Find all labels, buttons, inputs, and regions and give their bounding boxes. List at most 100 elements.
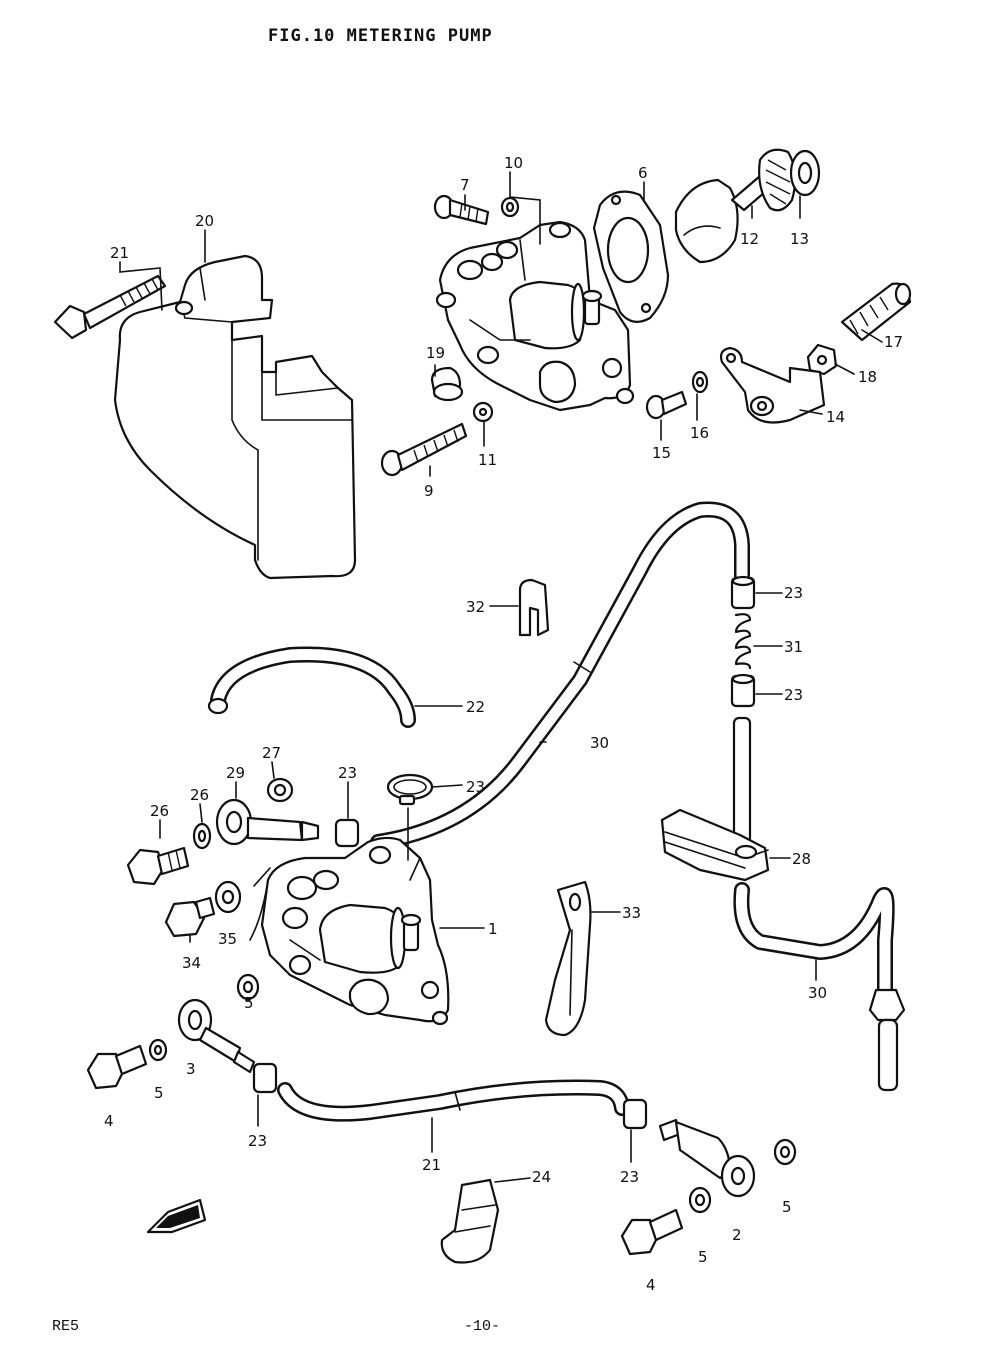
front-arrow-icon — [146, 1198, 207, 1234]
model-code: RE5 — [52, 1318, 80, 1335]
callout-11: 13 — [790, 230, 809, 248]
washer-5-left — [148, 1038, 168, 1062]
washer-9-upper — [500, 196, 520, 218]
adjusting-bolt-15 — [840, 282, 912, 342]
leader-lines — [119, 171, 883, 1183]
callout-31: 28 — [792, 850, 811, 868]
oil-pipe-30 — [733, 882, 906, 1092]
washer-9-lower — [472, 401, 494, 423]
callout-15: 17 — [884, 333, 903, 351]
hose-20 — [207, 646, 416, 728]
metering-pump-1 — [260, 836, 450, 1026]
sleeve-23-pump-inlet — [334, 818, 360, 848]
pump-cover — [113, 254, 357, 580]
callout-13: 15 — [652, 444, 671, 462]
callout-33: 33 — [622, 904, 641, 922]
callout-20: 22 — [466, 698, 485, 716]
banjo-fitting-27 — [215, 798, 320, 846]
hose-clamp-22 — [386, 773, 434, 806]
screw-8 — [380, 422, 468, 477]
callout-23-pump-inlet: 23 — [338, 764, 357, 782]
callout-25: 26 — [150, 802, 169, 820]
page-number: -10- — [464, 1318, 501, 1335]
hose-clip-24 — [440, 1178, 500, 1264]
sleeve-23-upper — [730, 575, 756, 610]
callout-4-left: 4 — [104, 1112, 114, 1130]
callout-14: 16 — [690, 424, 709, 442]
washer-5-right-upper — [773, 1138, 797, 1166]
oil-hose-21 — [277, 1079, 630, 1122]
bracket-33 — [544, 880, 592, 1037]
screw-7 — [433, 194, 490, 226]
washer-14 — [691, 370, 709, 394]
callout-9-lower: 11 — [478, 451, 497, 469]
callout-23-lower-right: 23 — [620, 1168, 639, 1186]
callout-21: 21 — [422, 1156, 441, 1174]
sleeve-23-lower-right — [622, 1098, 648, 1130]
callout-5-right-lower: 5 — [698, 1248, 708, 1266]
gasket-6 — [592, 190, 670, 323]
callout-10: 12 — [740, 230, 759, 248]
callout-30: 30 — [808, 984, 827, 1002]
figure-title: FIG.10 METERING PUMP — [268, 26, 493, 46]
callout-26-left: 26 — [190, 786, 209, 804]
metering-pump-upper — [435, 220, 635, 412]
callout-19: 21 — [110, 244, 129, 262]
callout-32: 32 — [466, 598, 485, 616]
pipe-clamp-31 — [660, 808, 770, 882]
callout-labels: 7 10 6 12 13 17 18 14 16 15 11 9 19 20 2… — [104, 154, 903, 1294]
callout-24: 24 — [532, 1168, 551, 1186]
callout-23-lower-left: 23 — [248, 1132, 267, 1150]
callout-5-left: 5 — [154, 1084, 164, 1102]
callout-6: 6 — [638, 164, 648, 182]
banjo-bolt-25 — [126, 846, 190, 886]
callout-3: 3 — [186, 1060, 196, 1078]
sleeve-23-middle — [730, 673, 756, 708]
callout-17: 19 — [426, 344, 445, 362]
callout-29: 31 — [784, 638, 803, 656]
banjo-fitting-2 — [658, 1118, 756, 1198]
pump-shaft-gear — [674, 148, 797, 264]
plug-17 — [430, 366, 464, 402]
banjo-bolt-4-left — [86, 1044, 148, 1090]
callout-23-upper: 23 — [784, 584, 803, 602]
callout-5-upper: 5 — [244, 994, 254, 1012]
callout-9-upper: 10 — [504, 154, 523, 172]
lock-nut-16 — [806, 343, 838, 376]
callout-5-right-upper: 5 — [782, 1198, 792, 1216]
callout-7: 7 — [460, 176, 470, 194]
hose-clip-32 — [518, 578, 550, 637]
washer-26-left — [192, 822, 212, 850]
oil-hose-28 — [370, 501, 750, 850]
sleeve-23-lower-left — [252, 1062, 278, 1094]
callout-22: 23 — [466, 778, 485, 796]
callout-18: 20 — [195, 212, 214, 230]
callout-12: 14 — [826, 408, 845, 426]
pipe-segment-vertical — [732, 716, 752, 845]
washer-26-upper — [266, 777, 294, 803]
banjo-fitting-3 — [177, 998, 256, 1074]
bolt-34 — [164, 896, 216, 938]
callout-16: 18 — [858, 368, 877, 386]
washer-11 — [789, 149, 821, 197]
washer-5-upper — [236, 973, 260, 1001]
callout-34: 34 — [182, 954, 201, 972]
callout-1: 1 — [488, 920, 498, 938]
pump-lever-12 — [719, 346, 826, 424]
callout-2: 2 — [732, 1226, 742, 1244]
callout-4-right: 4 — [646, 1276, 656, 1294]
callout-8: 9 — [424, 482, 434, 500]
callout-26-upper: 27 — [262, 744, 281, 762]
washer-35 — [214, 880, 242, 914]
spring-29 — [734, 613, 752, 670]
banjo-bolt-4-right — [620, 1208, 684, 1256]
cover-bolt — [53, 274, 167, 340]
callout-28: 30 — [590, 734, 609, 752]
washer-5-right-lower — [688, 1186, 712, 1214]
callout-27: 29 — [226, 764, 245, 782]
callout-35: 35 — [218, 930, 237, 948]
screw-13 — [645, 390, 688, 420]
callout-23-middle: 23 — [784, 686, 803, 704]
